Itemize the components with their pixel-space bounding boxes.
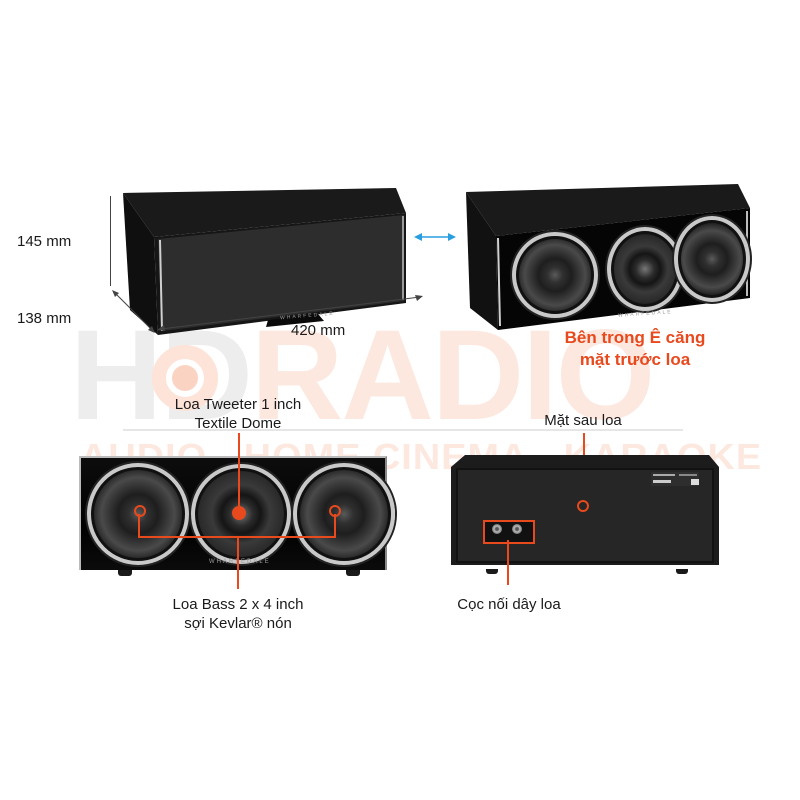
speaker-grille-view: WHARFEDALE: [118, 185, 410, 335]
speaker-foot-right: [346, 570, 360, 576]
tweeter-center: [607, 227, 683, 311]
rear-label: Mặt sau loa: [544, 412, 622, 429]
depth-dimension-label: 138 mm: [17, 310, 72, 327]
rear-foot-left: [486, 569, 498, 574]
bass-callout-line: [237, 537, 239, 589]
woofer-left-callout-vline: [138, 514, 140, 537]
speaker-rear-body: [451, 455, 719, 565]
height-dimension-line: [110, 196, 111, 286]
bass-label-line-2: sợi Kevlar® nón: [184, 615, 292, 632]
woofer-right: [674, 216, 750, 302]
caption-line-2: mặt trước loa: [579, 350, 691, 369]
speaker-terminal-negative: [512, 524, 522, 534]
brand-label: WHARFEDALE: [209, 559, 271, 565]
speaker-open-view: WHARFEDALE: [462, 180, 756, 330]
double-arrow-icon: [414, 233, 456, 241]
woofer-right: [293, 463, 395, 565]
bass-label: Loa Bass 2 x 4 inch sợi Kevlar® nón: [143, 595, 333, 633]
width-dimension-label: 420 mm: [291, 322, 346, 339]
height-dimension-label: 145 mm: [17, 233, 72, 250]
terminal-label: Cọc nối dây loa: [457, 596, 561, 613]
woofer-left: [512, 232, 598, 318]
speaker-grille-body: [123, 188, 406, 335]
width-dimension-line: [157, 295, 423, 331]
tweeter-label: Loa Tweeter 1 inch Textile Dome: [143, 395, 333, 433]
speaker-terminal-positive: [492, 524, 502, 534]
rear-callout-dot: [577, 500, 589, 512]
woofer-right-callout-vline: [334, 514, 336, 537]
speaker-foot-left: [118, 570, 132, 576]
watermark-dot-icon: [172, 365, 198, 391]
tweeter-label-line-2: Textile Dome: [194, 415, 282, 432]
woofer-left-callout-dot: [134, 505, 146, 517]
speaker-terminal-plate: [483, 520, 535, 544]
terminal-callout-line: [507, 540, 509, 585]
caption-line-1: Bên trong Ê căng: [564, 328, 706, 347]
rear-foot-right: [676, 569, 688, 574]
watermark-radio: RADIO: [250, 304, 655, 447]
woofer-left: [87, 463, 189, 565]
tweeter-callout-line: [238, 433, 240, 513]
section-divider: [123, 429, 683, 431]
speaker-rear-detail: [447, 455, 723, 570]
bass-label-line-1: Loa Bass 2 x 4 inch: [172, 596, 304, 613]
tweeter-label-line-1: Loa Tweeter 1 inch: [174, 396, 302, 413]
open-view-caption: Bên trong Ê căng mặt trước loa: [562, 327, 708, 371]
tweeter-callout-dot: [232, 506, 246, 520]
depth-dimension-line: [112, 290, 155, 333]
